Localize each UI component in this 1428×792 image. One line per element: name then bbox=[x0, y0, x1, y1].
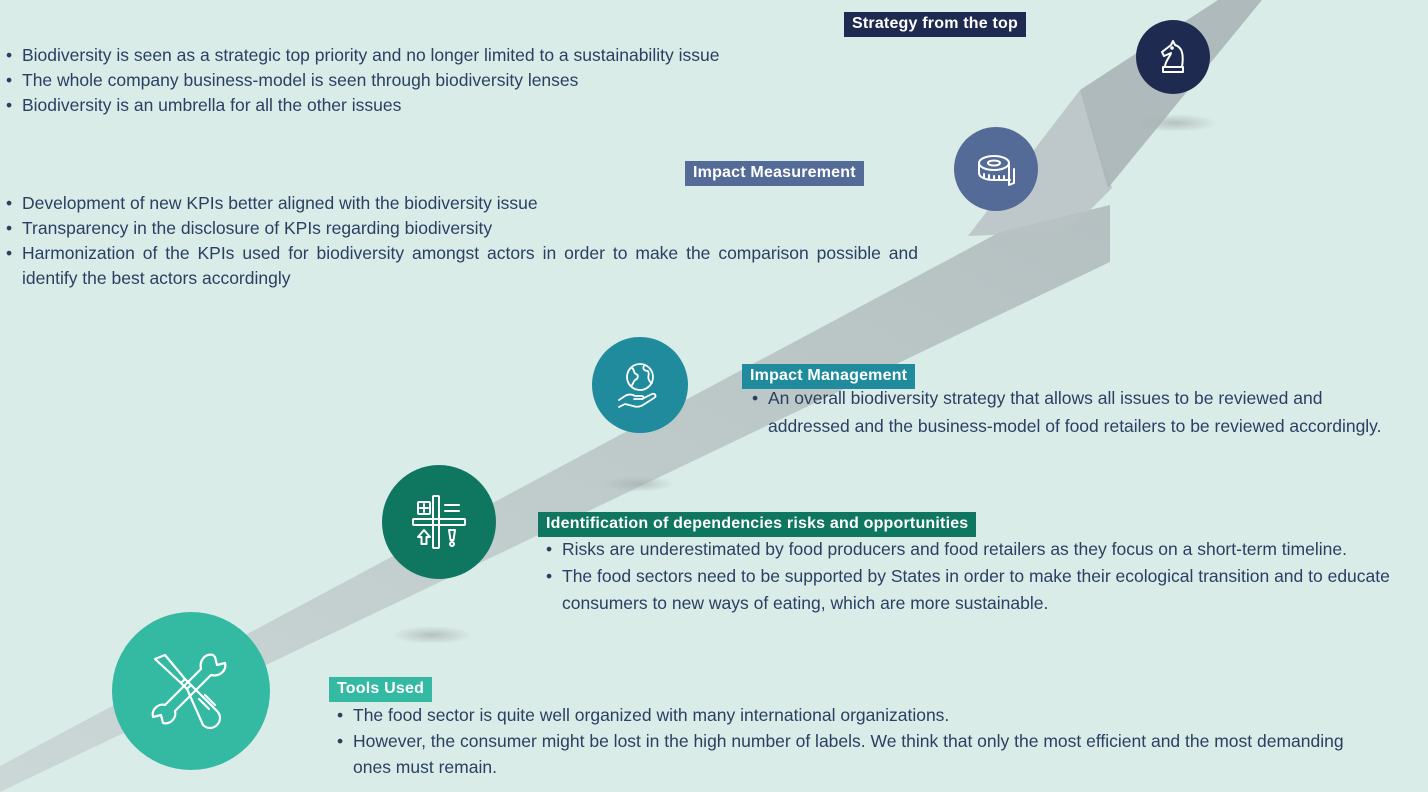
stage-bullets-identification: Risks are underestimated by food produce… bbox=[540, 536, 1426, 617]
stage-title-strategy: Strategy from the top bbox=[844, 12, 1026, 37]
bullet-item: Biodiversity is an umbrella for all the … bbox=[0, 93, 940, 118]
measuring-tape-icon bbox=[954, 127, 1038, 211]
stage-management: Impact Management An overall biodiversit… bbox=[738, 364, 1418, 474]
stage-title-tools: Tools Used bbox=[329, 677, 433, 702]
stage-bullets-measurement: Development of new KPIs better aligned w… bbox=[0, 191, 918, 291]
bullet-item: The whole company business-model is seen… bbox=[0, 68, 940, 93]
stage-strategy: Strategy from the top Biodiversity is se… bbox=[0, 0, 1140, 140]
stage-identification: Identification of dependencies risks and… bbox=[538, 512, 1428, 682]
bullet-item: Biodiversity is seen as a strategic top … bbox=[0, 43, 940, 68]
bullet-item: However, the consumer might be lost in t… bbox=[331, 728, 1351, 780]
bullet-item: An overall biodiversity strategy that al… bbox=[746, 384, 1406, 440]
chess-knight-icon bbox=[1136, 20, 1210, 94]
plus-minus-arrow-exclamation-icon bbox=[382, 465, 496, 579]
stage-measurement: Impact Measurement Development of new KP… bbox=[0, 150, 960, 310]
bullet-item: The food sectors need to be supported by… bbox=[540, 563, 1426, 617]
bullet-item: Risks are underestimated by food produce… bbox=[540, 536, 1362, 563]
stage-bullets-strategy: Biodiversity is seen as a strategic top … bbox=[0, 43, 940, 118]
bullet-item: Development of new KPIs better aligned w… bbox=[0, 191, 918, 216]
stage-title-identification: Identification of dependencies risks and… bbox=[538, 512, 977, 537]
stage-tools: Tools Used The food sector is quite well… bbox=[323, 677, 1423, 792]
stage-bullets-management: An overall biodiversity strategy that al… bbox=[746, 384, 1406, 440]
stage-title-measurement: Impact Measurement bbox=[685, 161, 864, 186]
bullet-item: Harmonization of the KPIs used for biodi… bbox=[0, 241, 918, 291]
globe-in-hand-icon bbox=[592, 337, 688, 433]
stage-bullets-tools: The food sector is quite well organized … bbox=[331, 702, 1351, 780]
bullet-item: The food sector is quite well organized … bbox=[331, 702, 1351, 728]
wrench-screwdriver-icon bbox=[112, 612, 270, 770]
bullet-item: Transparency in the disclosure of KPIs r… bbox=[0, 216, 918, 241]
